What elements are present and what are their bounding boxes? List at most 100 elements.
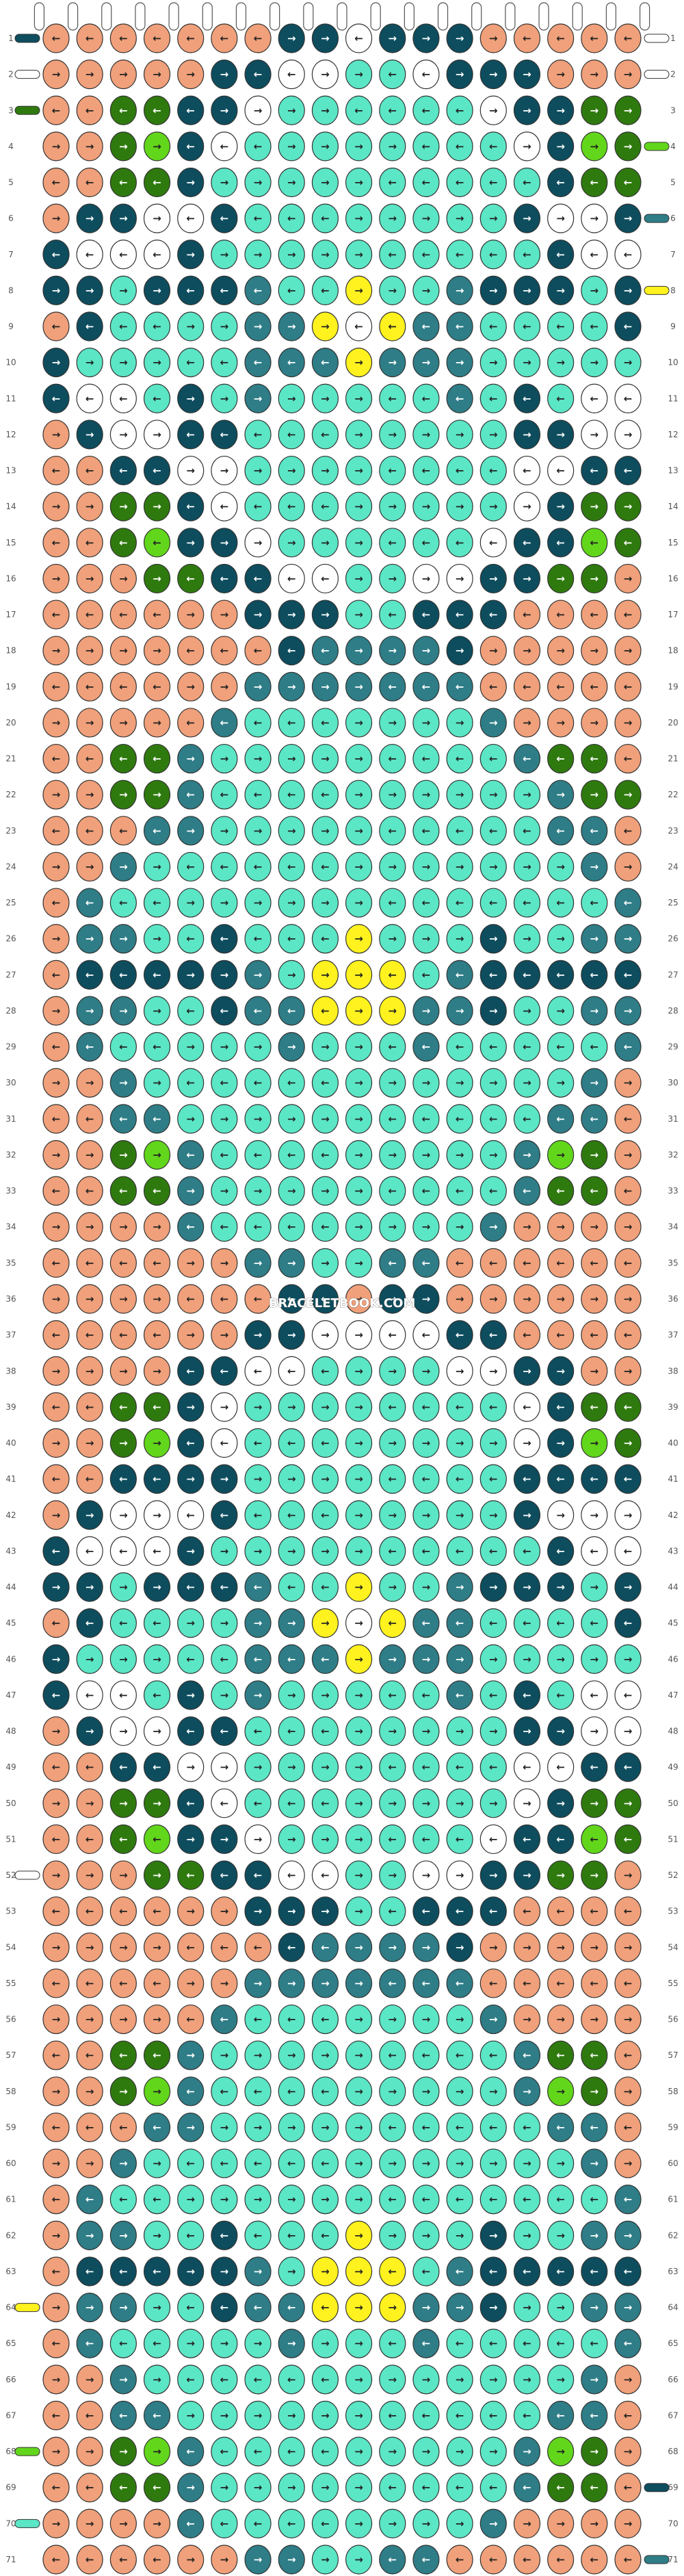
knot-circle xyxy=(513,420,541,450)
knot-arrow: → xyxy=(590,357,599,369)
knot: → xyxy=(379,1500,406,1530)
knot: → xyxy=(42,1212,70,1242)
knot: → xyxy=(244,743,272,774)
knot-arrow: ← xyxy=(590,1545,599,1557)
knot-arrow: → xyxy=(624,1509,633,1521)
knot: ← xyxy=(143,2112,171,2143)
knot: ← xyxy=(311,636,339,666)
knot: ← xyxy=(76,528,103,558)
row-number-left: 54 xyxy=(5,1942,16,1952)
knot: → xyxy=(547,2293,575,2323)
knot-arrow: → xyxy=(52,2302,61,2314)
knot: → xyxy=(345,2293,373,2323)
knot: ← xyxy=(143,2185,171,2215)
knot-arrow: ← xyxy=(456,1113,464,1125)
knot: → xyxy=(211,1320,238,1350)
knot: → xyxy=(513,2220,541,2250)
knot-arrow: → xyxy=(354,2553,363,2566)
knot-arrow: → xyxy=(590,140,599,153)
knot: → xyxy=(109,1139,137,1170)
knot: ← xyxy=(446,95,473,125)
knot: ← xyxy=(446,311,473,342)
knot-arrow: → xyxy=(119,2085,128,2098)
knot-arrow: ← xyxy=(186,572,195,584)
row-number-left: 17 xyxy=(5,610,16,619)
knot-circle xyxy=(244,167,272,198)
knot: ← xyxy=(614,600,642,630)
knot-circle xyxy=(177,275,205,305)
knot-arrow: → xyxy=(388,1797,397,1809)
knot: → xyxy=(109,203,137,233)
knot-circle xyxy=(109,383,137,413)
knot: → xyxy=(278,671,305,701)
knot-arrow: → xyxy=(624,104,633,116)
row-number-right: 69 xyxy=(668,2483,678,2493)
knot-arrow: → xyxy=(287,1905,296,1918)
knot: → xyxy=(76,1139,103,1170)
knot: → xyxy=(109,636,137,666)
knot-circle xyxy=(109,816,137,846)
knot: → xyxy=(76,780,103,810)
knot-arrow: → xyxy=(153,572,161,584)
knot-arrow: ← xyxy=(86,32,94,44)
knot: → xyxy=(244,2040,272,2070)
knot-arrow: ← xyxy=(220,1797,229,1809)
knot-circle xyxy=(278,851,305,882)
knot: ← xyxy=(211,491,238,521)
knot-arrow: → xyxy=(388,2302,397,2314)
knot-arrow: ← xyxy=(321,1869,330,1881)
knot-arrow: ← xyxy=(220,788,229,801)
knot-arrow: → xyxy=(186,392,195,404)
knot: → xyxy=(513,1500,541,1530)
knot-circle xyxy=(345,600,373,630)
knot: → xyxy=(412,996,440,1026)
knot-arrow: ← xyxy=(388,465,397,477)
knot-arrow: ← xyxy=(624,608,633,621)
knot: ← xyxy=(479,1392,507,1422)
knot: ← xyxy=(581,1031,608,1062)
knot-arrow: → xyxy=(321,1041,330,1053)
knot: ← xyxy=(177,95,205,125)
knot: → xyxy=(345,455,373,486)
knot-circle xyxy=(379,420,406,450)
knot-arrow: ← xyxy=(119,2337,128,2349)
knot: → xyxy=(379,2293,406,2323)
knot-arrow: ← xyxy=(523,1185,531,1197)
knot: → xyxy=(311,2545,339,2575)
knot: ← xyxy=(513,1824,541,1855)
knot-arrow: ← xyxy=(456,1905,464,1918)
knot: ← xyxy=(446,167,473,198)
knot-arrow: → xyxy=(624,212,633,224)
knot: ← xyxy=(42,1824,70,1855)
knot-circle xyxy=(278,275,305,305)
knot-arrow: ← xyxy=(556,2409,565,2421)
knot-arrow: → xyxy=(354,860,363,873)
knot-circle xyxy=(581,491,608,521)
knot-arrow: → xyxy=(321,1257,330,1269)
knot-arrow: ← xyxy=(287,1797,296,1809)
knot: → xyxy=(278,1896,305,1927)
knot: ← xyxy=(581,888,608,918)
knot-arrow: ← xyxy=(456,104,464,116)
knot-arrow: ← xyxy=(489,1257,498,1269)
knot-arrow: ← xyxy=(456,537,464,549)
knot: ← xyxy=(581,167,608,198)
knot-arrow: ← xyxy=(119,104,128,116)
knot: ← xyxy=(211,851,238,882)
knot: → xyxy=(379,2076,406,2107)
knot: → xyxy=(211,1752,238,1782)
knot: ← xyxy=(614,1824,642,1855)
knot-arrow: ← xyxy=(422,825,431,837)
knot-arrow: → xyxy=(186,537,195,549)
knot: → xyxy=(311,131,339,162)
knot: → xyxy=(446,1716,473,1747)
knot: ← xyxy=(143,23,171,53)
knot-arrow: → xyxy=(220,680,229,693)
knot: ← xyxy=(311,2436,339,2466)
knot-arrow: → xyxy=(354,753,363,765)
knot-arrow: → xyxy=(52,2085,61,2098)
knot-arrow: ← xyxy=(186,2517,195,2529)
knot-arrow: → xyxy=(489,860,498,873)
knot-arrow: ← xyxy=(388,177,397,189)
knot: ← xyxy=(479,1896,507,1927)
